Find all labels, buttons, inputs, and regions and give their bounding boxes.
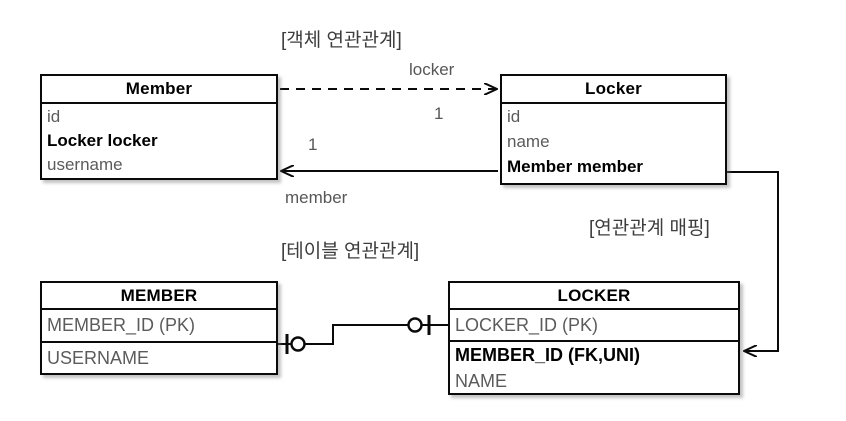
class-attribute: id bbox=[47, 107, 61, 126]
section-title-table-relation: [테이블 연관관계] bbox=[281, 241, 420, 262]
class-name-locker: Locker bbox=[502, 76, 725, 104]
class-attribute: username bbox=[47, 155, 123, 174]
class-attribute: Member member bbox=[507, 157, 644, 176]
table-column: MEMBER_ID (PK) bbox=[47, 315, 196, 335]
edge-member-table-to-locker-table bbox=[278, 315, 448, 354]
class-name-member: Member bbox=[42, 76, 276, 104]
class-attribute: name bbox=[507, 132, 550, 151]
table-box-member[interactable]: MEMBER MEMBER_ID (PK) USERNAME bbox=[40, 281, 278, 375]
table-column: MEMBER_ID (FK,UNI) bbox=[455, 345, 640, 365]
edge-label-member-role: member bbox=[285, 188, 348, 207]
class-attribute: Locker locker bbox=[47, 131, 158, 150]
table-column: LOCKER_ID (PK) bbox=[455, 315, 599, 335]
class-attributes-member: id Locker locker username bbox=[42, 104, 276, 177]
table-column: USERNAME bbox=[42, 341, 276, 372]
edge-label-locker-role: locker bbox=[409, 60, 455, 79]
class-box-locker[interactable]: Locker id name Member member bbox=[500, 74, 727, 185]
edge-multiplicity-member-side: 1 bbox=[308, 135, 318, 154]
edge-multiplicity-locker-side: 1 bbox=[434, 104, 444, 123]
section-title-mapping: [연관관계 매핑] bbox=[589, 218, 710, 239]
table-box-locker[interactable]: LOCKER LOCKER_ID (PK) MEMBER_ID (FK,UNI)… bbox=[448, 281, 740, 395]
table-column-group: MEMBER_ID (FK,UNI) NAME bbox=[450, 340, 738, 394]
table-name-member: MEMBER bbox=[42, 283, 276, 310]
class-attributes-locker: id name Member member bbox=[502, 104, 725, 179]
table-name-locker: LOCKER bbox=[450, 283, 738, 310]
class-box-member[interactable]: Member id Locker locker username bbox=[40, 74, 278, 180]
class-attribute: id bbox=[507, 107, 521, 126]
table-column: NAME bbox=[455, 371, 508, 391]
section-title-object-relation: [객체 연관관계] bbox=[281, 30, 402, 51]
